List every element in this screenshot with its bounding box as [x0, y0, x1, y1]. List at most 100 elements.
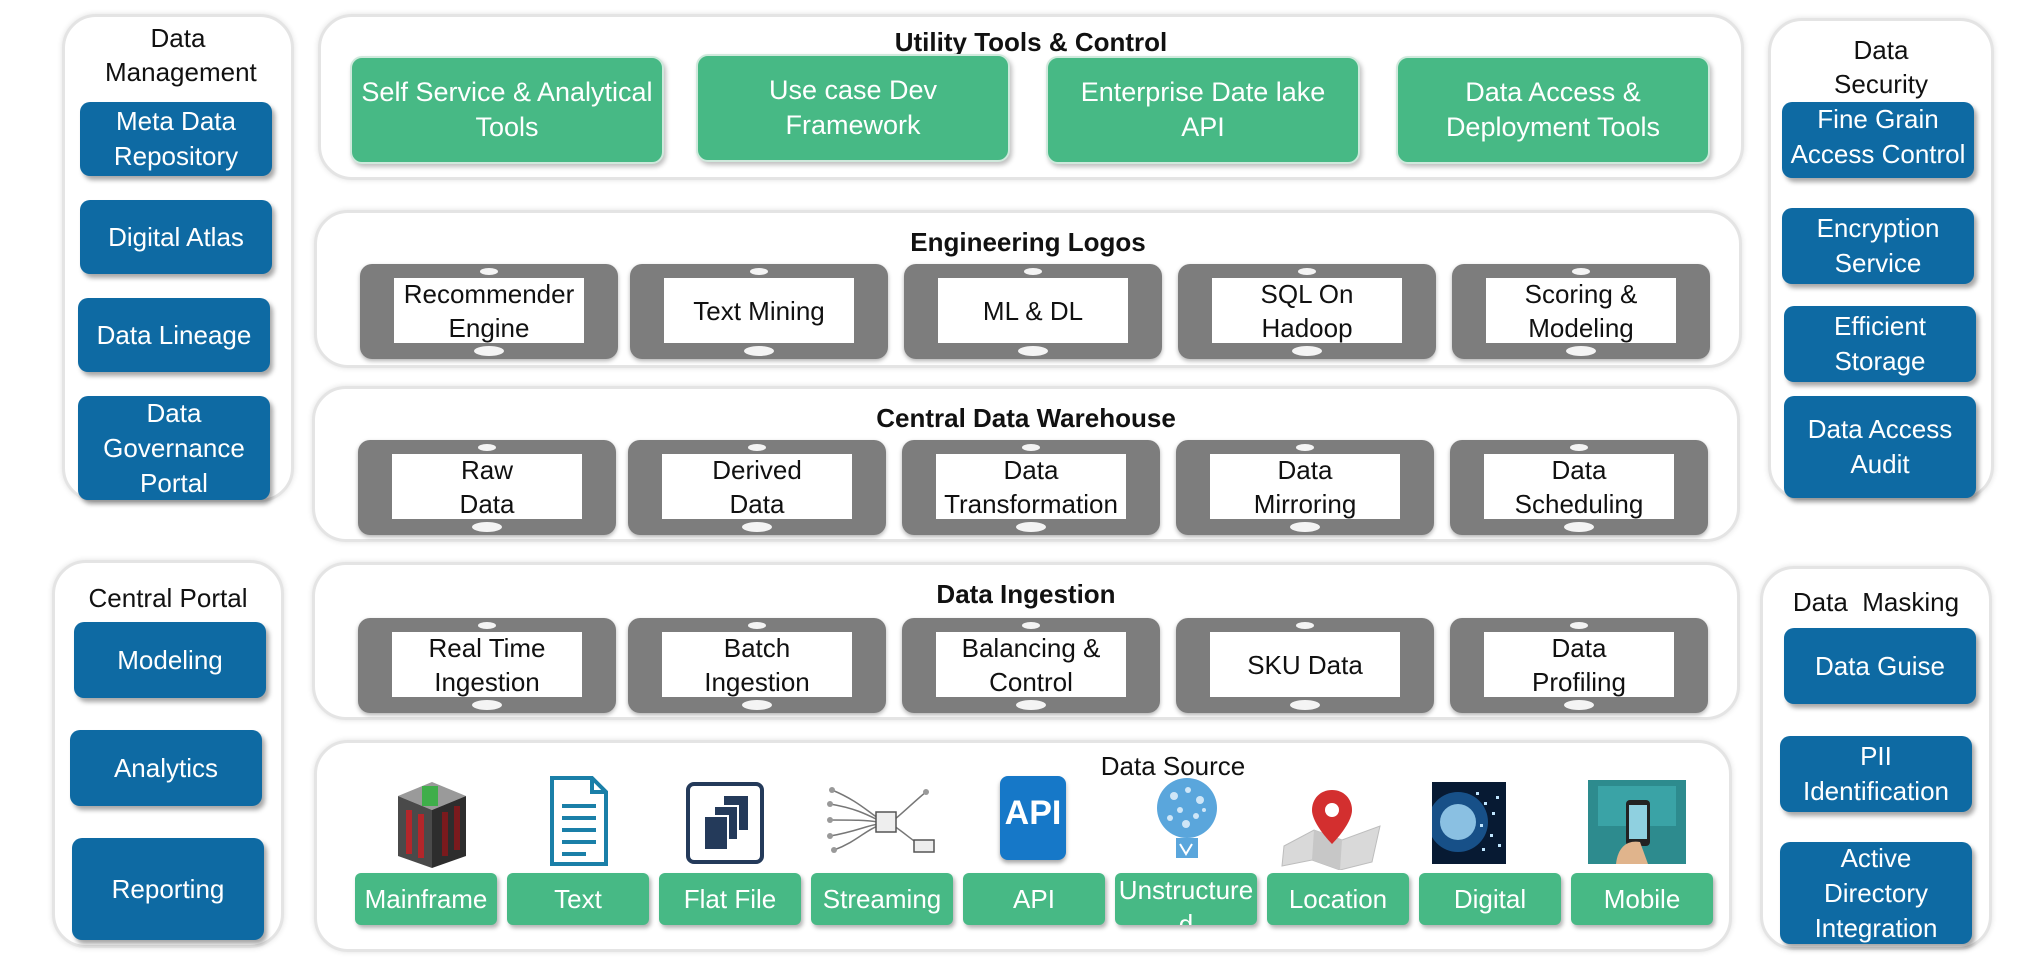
ml-dl-label: ML & DL: [938, 278, 1128, 343]
tablet-ml-dl: ML & DL: [904, 264, 1162, 359]
tablet-camera-icon: [1570, 444, 1588, 451]
tablet-camera-icon: [1570, 622, 1588, 629]
mainframe-label: Mainframe: [355, 873, 497, 925]
analytics-box: Analytics: [70, 730, 262, 806]
modeling-box: Modeling: [74, 622, 266, 698]
digital-atlas-box: Digital Atlas: [80, 200, 272, 274]
text-document-icon: [550, 776, 608, 866]
tablet-data-transformation: Data Transformation: [902, 440, 1160, 535]
text-mining-label: Text Mining: [664, 278, 854, 343]
tablet-camera-icon: [478, 622, 496, 629]
text-label: Text: [507, 873, 649, 925]
tablet-sku-data: SKU Data: [1176, 618, 1434, 713]
enterprise-data-lake-api-box: Enterprise Date lake API: [1046, 56, 1360, 164]
tablet-camera-icon: [480, 268, 498, 275]
tablet-home-button-icon: [1016, 522, 1046, 532]
tablet-home-button-icon: [1564, 700, 1594, 710]
engineering-logos-title: Engineering Logos: [910, 227, 1146, 257]
sku-data-label: SKU Data: [1210, 632, 1400, 697]
flat-file-icon: [686, 782, 764, 864]
tablet-home-button-icon: [742, 700, 772, 710]
tablet-real-time-ingestion: Real Time Ingestion: [358, 618, 616, 713]
tablet-home-button-icon: [1290, 700, 1320, 710]
unstructured-label: Unstructured: [1115, 873, 1257, 925]
mobile-icon: [1588, 780, 1686, 864]
efficient-storage-box: Efficient Storage: [1784, 306, 1976, 382]
data-governance-portal-box: Data Governance Portal: [78, 396, 270, 500]
mainframe-icon: [398, 782, 466, 868]
tablet-home-button-icon: [474, 346, 504, 356]
active-directory-integration-box: Active Directory Integration: [1780, 842, 1972, 944]
balancing-control-label: Balancing & Control: [936, 632, 1126, 697]
api-icon: API: [1000, 776, 1066, 860]
data-guise-box: Data Guise: [1784, 628, 1976, 704]
self-service-tools-box: Self Service & Analytical Tools: [350, 56, 664, 164]
tablet-home-button-icon: [1016, 700, 1046, 710]
tablet-camera-icon: [1296, 444, 1314, 451]
streaming-icon: [827, 787, 935, 853]
pii-identification-box: PII Identification: [1780, 736, 1972, 812]
data-mirroring-label: Data Mirroring: [1210, 454, 1400, 519]
tablet-batch-ingestion: Batch Ingestion: [628, 618, 886, 713]
meta-data-repository-box: Meta Data Repository: [80, 102, 272, 176]
tablet-camera-icon: [1022, 622, 1040, 629]
tablet-data-profiling: Data Profiling: [1450, 618, 1708, 713]
tablet-home-button-icon: [472, 522, 502, 532]
tablet-home-button-icon: [1018, 346, 1048, 356]
unstructured-bulb-icon: [1157, 778, 1217, 858]
central-portal-title: Central Portal: [88, 583, 248, 613]
recommender-engine-label: Recommender Engine: [394, 278, 584, 343]
tablet-scoring-modeling: Scoring & Modeling: [1452, 264, 1710, 359]
tablet-home-button-icon: [742, 522, 772, 532]
raw-data-label: Raw Data: [392, 454, 582, 519]
tablet-balancing-control: Balancing & Control: [902, 618, 1160, 713]
data-masking-title: Data Masking: [1792, 587, 1960, 617]
data-access-audit-box: Data Access Audit: [1784, 396, 1976, 498]
tablet-sql-on-hadoop: SQL On Hadoop: [1178, 264, 1436, 359]
tablet-recommender-engine: Recommender Engine: [360, 264, 618, 359]
tablet-text-mining: Text Mining: [630, 264, 888, 359]
tablet-camera-icon: [1572, 268, 1590, 275]
location-map-pin-icon: [1281, 790, 1381, 870]
utility-tools-title: Utility Tools & Control: [894, 27, 1168, 57]
tablet-camera-icon: [1298, 268, 1316, 275]
tablet-data-mirroring: Data Mirroring: [1176, 440, 1434, 535]
use-case-dev-framework-box: Use case Dev Framework: [696, 54, 1010, 162]
data-management-title: Data Management: [105, 23, 257, 87]
streaming-label: Streaming: [811, 873, 953, 925]
tablet-home-button-icon: [1566, 346, 1596, 356]
tablet-home-button-icon: [472, 700, 502, 710]
data-ingestion-title: Data Ingestion: [936, 579, 1116, 609]
data-access-deployment-tools-box: Data Access & Deployment Tools: [1396, 56, 1710, 164]
data-transformation-label: Data Transformation: [936, 454, 1126, 519]
tablet-home-button-icon: [744, 346, 774, 356]
central-dw-title: Central Data Warehouse: [876, 403, 1176, 433]
tablet-derived-data: Derived Data: [628, 440, 886, 535]
tablet-camera-icon: [1296, 622, 1314, 629]
digital-icon: [1432, 782, 1506, 864]
fine-grain-access-control-box: Fine Grain Access Control: [1782, 102, 1974, 178]
encryption-service-box: Encryption Service: [1782, 208, 1974, 284]
tablet-camera-icon: [1022, 444, 1040, 451]
flat-file-label: Flat File: [659, 873, 801, 925]
tablet-raw-data: Raw Data: [358, 440, 616, 535]
data-scheduling-label: Data Scheduling: [1484, 454, 1674, 519]
batch-ingestion-label: Batch Ingestion: [662, 632, 852, 697]
tablet-camera-icon: [748, 622, 766, 629]
tablet-camera-icon: [478, 444, 496, 451]
scoring-modeling-label: Scoring & Modeling: [1486, 278, 1676, 343]
api-icon-label: API: [1004, 794, 1062, 832]
tablet-camera-icon: [748, 444, 766, 451]
mobile-label: Mobile: [1571, 873, 1713, 925]
real-time-ingestion-label: Real Time Ingestion: [392, 632, 582, 697]
data-lineage-box: Data Lineage: [78, 298, 270, 372]
tablet-camera-icon: [1024, 268, 1042, 275]
tablet-home-button-icon: [1564, 522, 1594, 532]
tablet-data-scheduling: Data Scheduling: [1450, 440, 1708, 535]
data-security-title: Data Security: [1834, 35, 1928, 99]
api-label: API: [963, 873, 1105, 925]
tablet-home-button-icon: [1292, 346, 1322, 356]
sql-on-hadoop-label: SQL On Hadoop: [1212, 278, 1402, 343]
tablet-home-button-icon: [1290, 522, 1320, 532]
reporting-box: Reporting: [72, 838, 264, 940]
